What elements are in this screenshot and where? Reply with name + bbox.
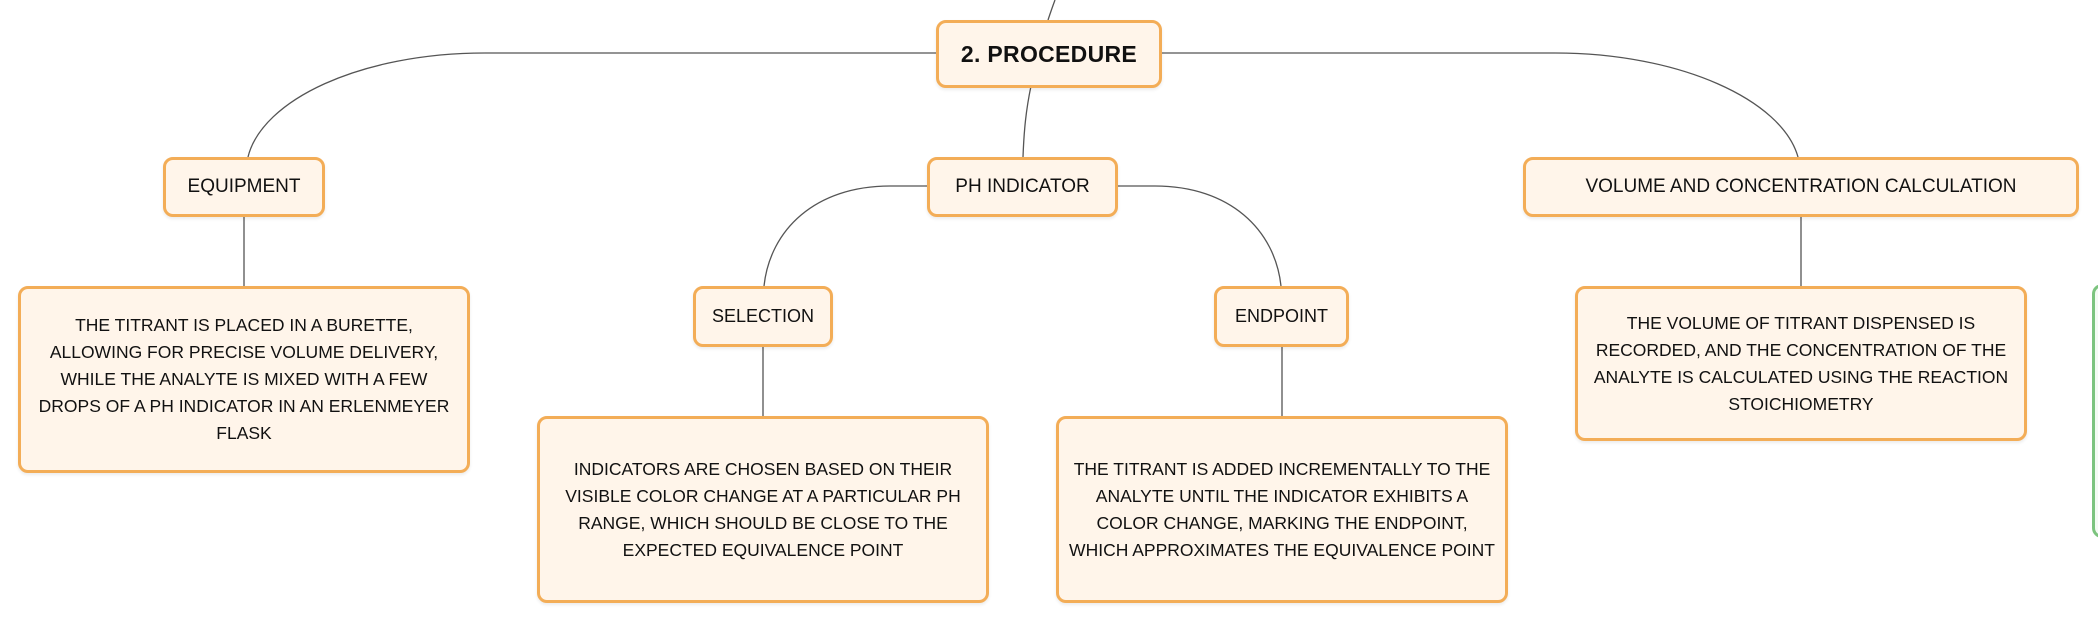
connector-ph-selection xyxy=(763,185,930,287)
node-selection-description[interactable]: INDICATORS ARE CHOSEN BASED ON THEIR VIS… xyxy=(537,416,989,603)
connector-root-volume xyxy=(1159,52,1799,158)
selection-description-text: INDICATORS ARE CHOSEN BASED ON THEIR VIS… xyxy=(565,458,961,560)
node-ph-indicator[interactable]: PH INDICATOR xyxy=(927,157,1118,217)
node-endpoint[interactable]: ENDPOINT xyxy=(1214,286,1349,347)
node-equipment-label: EQUIPMENT xyxy=(187,176,301,197)
connector-root-ph-indicator xyxy=(1022,85,1032,158)
node-equipment-description[interactable]: THE TITRANT IS PLACED IN A BURETTE, ALLO… xyxy=(18,286,470,473)
node-selection[interactable]: SELECTION xyxy=(693,286,833,347)
node-volume-calculation[interactable]: VOLUME AND CONCENTRATION CALCULATION xyxy=(1523,157,2079,217)
node-equipment[interactable]: EQUIPMENT xyxy=(163,157,325,217)
volume-description-text: THE VOLUME OF TITRANT DISPENSED IS RECOR… xyxy=(1593,312,2009,414)
node-selection-label: SELECTION xyxy=(711,306,815,326)
node-endpoint-description[interactable]: THE TITRANT IS ADDED INCREMENTALLY TO TH… xyxy=(1056,416,1508,603)
equipment-description-text: THE TITRANT IS PLACED IN A BURETTE, ALLO… xyxy=(38,315,450,443)
node-ph-indicator-label: PH INDICATOR xyxy=(955,176,1090,197)
node-endpoint-label: ENDPOINT xyxy=(1234,306,1328,326)
root-node-label: 2. PROCEDURE xyxy=(960,40,1138,67)
node-volume-calculation-label: VOLUME AND CONCENTRATION CALCULATION xyxy=(1585,176,2017,197)
offscreen-node-edge[interactable] xyxy=(2092,284,2098,538)
root-node-procedure[interactable]: 2. PROCEDURE xyxy=(936,20,1162,88)
connector-root-parent xyxy=(1047,0,1056,21)
connector-root-equipment xyxy=(247,52,938,158)
endpoint-description-text: THE TITRANT IS ADDED INCREMENTALLY TO TH… xyxy=(1069,458,1495,560)
connector-ph-endpoint xyxy=(1115,185,1282,287)
node-volume-description[interactable]: THE VOLUME OF TITRANT DISPENSED IS RECOR… xyxy=(1575,286,2027,441)
